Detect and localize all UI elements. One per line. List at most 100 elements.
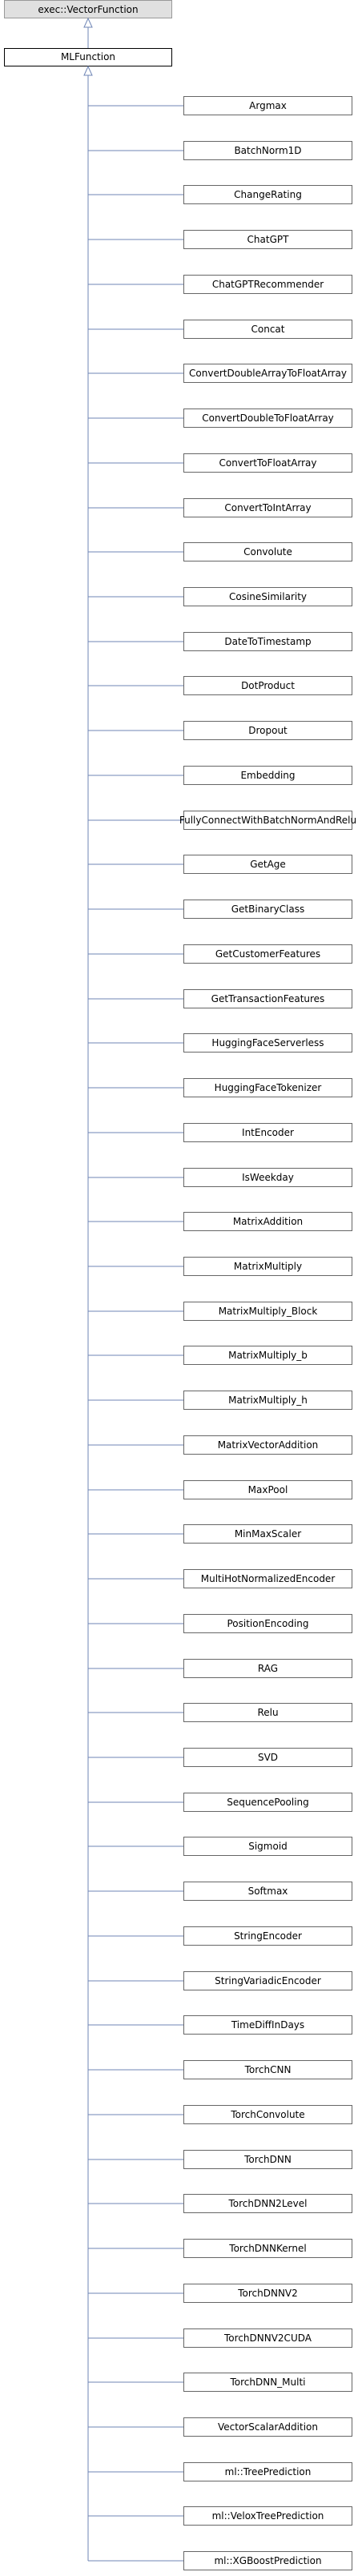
derived-class-box[interactable] [183,811,352,830]
derived-class-box[interactable] [183,1302,352,1321]
derived-class-node[interactable]: DotProduct [88,676,352,695]
derived-class-node[interactable]: SequencePooling [88,1793,352,1812]
derived-class-node[interactable]: PositionEncoding [88,1614,352,1633]
derived-class-box[interactable] [183,855,352,874]
derived-class-box[interactable] [183,944,352,964]
derived-class-node[interactable]: MatrixMultiply_Block [88,1302,352,1321]
derived-class-node[interactable]: ChangeRating [88,185,352,204]
derived-class-node[interactable]: Relu [88,1703,352,1722]
derived-class-box[interactable] [183,2506,352,2526]
derived-class-box[interactable] [183,1435,352,1455]
derived-class-box[interactable] [183,2105,352,2124]
derived-class-node[interactable]: DateToTimestamp [88,632,352,651]
derived-class-node[interactable]: MultiHotNormalizedEncoder [88,1569,352,1588]
derived-class-node[interactable]: MaxPool [88,1480,352,1499]
derived-class-box[interactable] [183,498,352,517]
derived-class-node[interactable]: ConvertDoubleToFloatArray [88,409,352,428]
derived-class-box[interactable] [183,766,352,785]
derived-class-box[interactable] [183,989,352,1008]
derived-class-box[interactable] [183,1257,352,1276]
derived-class-node[interactable]: ConvertToIntArray [88,498,352,517]
derived-class-node[interactable]: TorchDNN [88,2150,352,2169]
derived-class-node[interactable]: IntEncoder [88,1123,352,1142]
derived-class-box[interactable] [183,275,352,294]
derived-class-node[interactable]: TorchDNN_Multi [88,2373,352,2392]
derived-class-box[interactable] [183,1659,352,1678]
derived-class-box[interactable] [183,1748,352,1767]
derived-class-box[interactable] [183,185,352,204]
derived-class-node[interactable]: GetBinaryClass [88,900,352,919]
derived-class-node[interactable]: Concat [88,320,352,339]
derived-class-node[interactable]: TorchConvolute [88,2105,352,2124]
derived-class-node[interactable]: Argmax [88,96,352,115]
derived-class-box[interactable] [183,320,352,339]
derived-class-box[interactable] [183,542,352,561]
derived-class-node[interactable]: GetAge [88,855,352,874]
derived-class-box[interactable] [183,96,352,115]
derived-class-box[interactable] [183,2551,352,2570]
derived-class-node[interactable]: HuggingFaceTokenizer [88,1078,352,1097]
derived-class-node[interactable]: GetCustomerFeatures [88,944,352,964]
derived-class-box[interactable] [183,230,352,249]
derived-class-box[interactable] [183,1614,352,1633]
derived-class-box[interactable] [183,1703,352,1722]
derived-class-box[interactable] [183,1346,352,1365]
base-class-node[interactable]: exec::VectorFunction [4,0,172,18]
derived-class-box[interactable] [183,1033,352,1053]
derived-class-node[interactable]: ml::XGBoostPrediction [88,2551,352,2570]
derived-class-box[interactable] [183,2284,352,2303]
root-class-node[interactable]: MLFunction [4,48,172,66]
derived-class-box[interactable] [183,453,352,473]
derived-class-node[interactable]: IsWeekday [88,1168,352,1187]
derived-class-node[interactable]: HuggingFaceServerless [88,1033,352,1053]
derived-class-node[interactable]: RAG [88,1659,352,1678]
derived-class-node[interactable]: CosineSimilarity [88,587,352,606]
derived-class-node[interactable]: ml::TreePrediction [88,2462,352,2481]
derived-class-node[interactable]: ChatGPT [88,230,352,249]
derived-class-box[interactable] [183,1078,352,1097]
derived-class-box[interactable] [183,1837,352,1856]
derived-class-box[interactable] [183,1480,352,1499]
derived-class-box[interactable] [183,900,352,919]
derived-class-node[interactable]: MatrixMultiply [88,1257,352,1276]
derived-class-box[interactable] [183,2239,352,2258]
derived-class-node[interactable]: TorchDNNV2 [88,2284,352,2303]
derived-class-node[interactable]: StringVariadicEncoder [88,1971,352,1990]
derived-class-node[interactable]: TorchDNNV2CUDA [88,2328,352,2348]
derived-class-node[interactable]: MatrixVectorAddition [88,1435,352,1455]
derived-class-box[interactable] [183,632,352,651]
derived-class-node[interactable]: Softmax [88,1882,352,1901]
derived-class-node[interactable]: MatrixMultiply_b [88,1346,352,1365]
derived-class-node[interactable]: ConvertDoubleArrayToFloatArray [88,364,352,383]
derived-class-box[interactable] [183,2194,352,2213]
derived-class-box[interactable] [183,2328,352,2348]
derived-class-node[interactable]: VectorScalarAddition [88,2417,352,2437]
derived-class-box[interactable] [183,2150,352,2169]
derived-class-node[interactable]: Embedding [88,766,352,785]
derived-class-node[interactable]: ChatGPTRecommender [88,275,352,294]
derived-class-node[interactable]: Sigmoid [88,1837,352,1856]
derived-class-box[interactable] [183,409,352,428]
derived-class-node[interactable]: TorchDNNKernel [88,2239,352,2258]
derived-class-box[interactable] [183,1793,352,1812]
derived-class-box[interactable] [183,141,352,160]
derived-class-box[interactable] [183,1882,352,1901]
derived-class-node[interactable]: MatrixMultiply_h [88,1391,352,1410]
derived-class-box[interactable] [183,1391,352,1410]
derived-class-node[interactable]: MinMaxScaler [88,1524,352,1544]
derived-class-box[interactable] [183,2462,352,2481]
derived-class-box[interactable] [183,721,352,740]
derived-class-box[interactable] [183,2060,352,2079]
derived-class-box[interactable] [183,2373,352,2392]
derived-class-box[interactable] [183,587,352,606]
derived-class-box[interactable] [183,1123,352,1142]
derived-class-box[interactable] [183,1168,352,1187]
derived-class-node[interactable]: Dropout [88,721,352,740]
derived-class-box[interactable] [183,1524,352,1544]
derived-class-box[interactable] [183,2015,352,2035]
derived-class-node[interactable]: StringEncoder [88,1926,352,1946]
derived-class-box[interactable] [183,1926,352,1946]
derived-class-node[interactable]: ConvertToFloatArray [88,453,352,473]
derived-class-box[interactable] [183,676,352,695]
derived-class-node[interactable]: SVD [88,1748,352,1767]
